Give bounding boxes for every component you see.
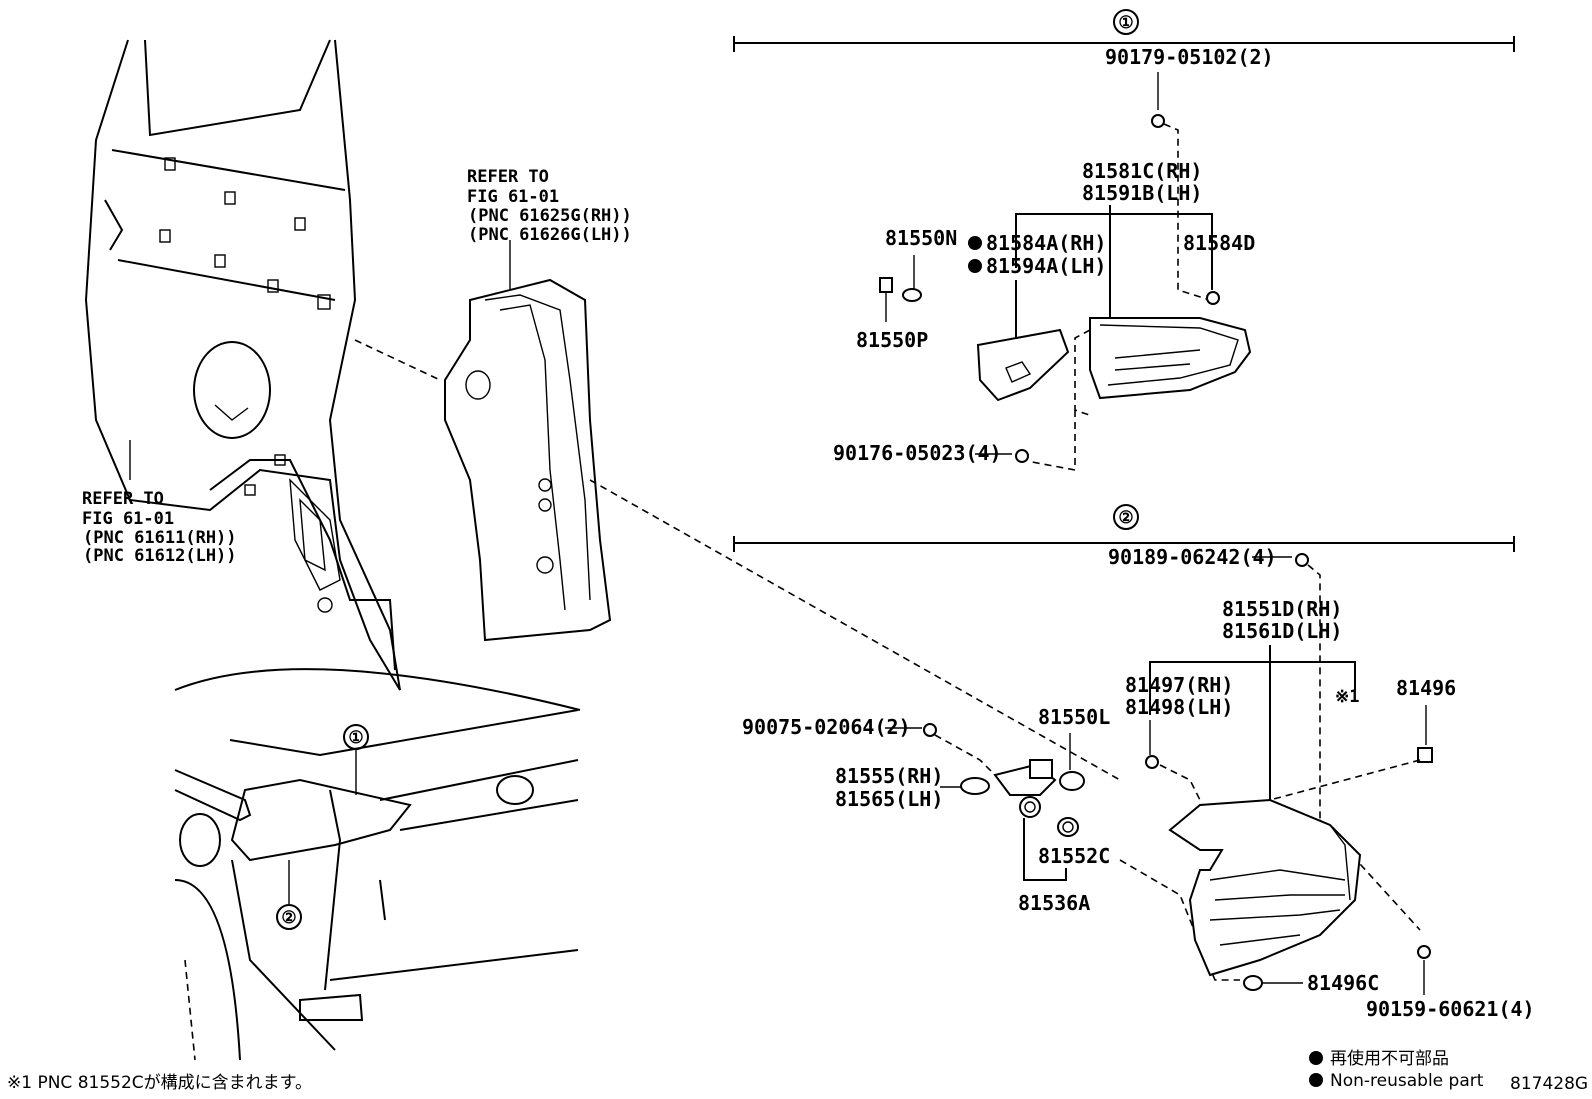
ref-lower-line1: REFER TO	[82, 489, 164, 509]
legend-en: Non-reusable part	[1330, 1071, 1484, 1091]
footnote: ※1 PNC 81552Cが構成に含まれます。	[7, 1073, 312, 1093]
label-81591B[interactable]: 81591B(LH)	[1082, 181, 1202, 205]
upper-reference: REFER TO FIG 61-01 (PNC 61625G(RH)) (PNC…	[467, 167, 632, 245]
group-1: ① 90179-05102(2) 81581C(RH) 81591B(LH) 8…	[733, 9, 1515, 471]
ref-upper-line3: (PNC 61625G(RH))	[468, 206, 632, 226]
label-81550L[interactable]: 81550L	[1038, 705, 1110, 729]
ref-upper-line2: FIG 61-01	[467, 187, 559, 207]
figure-id: 817428G	[1510, 1074, 1588, 1094]
ref-lower-line2: FIG 61-01	[82, 509, 174, 529]
lower-reference: REFER TO FIG 61-01 (PNC 61611(RH)) (PNC …	[82, 489, 237, 566]
label-note-ref: ※1	[1335, 687, 1359, 707]
non-reusable-dot-icon	[968, 259, 982, 273]
label-81561D[interactable]: 81561D(LH)	[1222, 619, 1342, 643]
group-1-marker: ①	[1118, 13, 1133, 33]
label-81496[interactable]: 81496	[1396, 676, 1456, 700]
label-81550N[interactable]: 81550N	[885, 226, 957, 250]
label-90159-60621[interactable]: 90159-60621(4)	[1366, 997, 1535, 1021]
label-81581C[interactable]: 81581C(RH)	[1082, 159, 1202, 183]
label-81552C[interactable]: 81552C	[1038, 844, 1110, 868]
label-90179-05102[interactable]: 90179-05102(2)	[1105, 45, 1274, 69]
label-90075-02064[interactable]: 90075-02064(2)	[742, 715, 911, 739]
legend-jp: 再使用不可部品	[1330, 1048, 1449, 1069]
ref-lower-line3: (PNC 61611(RH))	[83, 528, 237, 548]
ref-lower-line4: (PNC 61612(LH))	[83, 546, 237, 566]
rear-corner-illustration: ① ②	[174, 668, 581, 1061]
legend: 再使用不可部品 Non-reusable part	[1309, 1048, 1484, 1091]
label-81536A[interactable]: 81536A	[1018, 891, 1090, 915]
non-reusable-dot-icon	[1309, 1073, 1323, 1087]
label-81550P[interactable]: 81550P	[856, 328, 928, 352]
label-90176-05023[interactable]: 90176-05023(4)	[833, 441, 1002, 465]
non-reusable-dot-icon	[1309, 1051, 1323, 1065]
label-81498[interactable]: 81498(LH)	[1125, 695, 1233, 719]
label-81565[interactable]: 81565(LH)	[835, 787, 943, 811]
ref-upper-line1: REFER TO	[467, 167, 549, 187]
non-reusable-dot-icon	[968, 236, 982, 250]
label-90189-06242[interactable]: 90189-06242(4)	[1108, 545, 1277, 569]
label-81594A[interactable]: 81594A(LH)	[986, 254, 1106, 278]
group-2: ② 90189-06242(4) 81551D(RH) 81561D(LH) ※…	[733, 504, 1535, 1021]
vehicle-marker-2: ②	[281, 908, 296, 928]
vehicle-marker-1: ①	[348, 728, 363, 748]
group-2-marker: ②	[1118, 508, 1133, 528]
label-81584A[interactable]: 81584A(RH)	[986, 231, 1106, 255]
label-81497[interactable]: 81497(RH)	[1125, 673, 1233, 697]
label-81555[interactable]: 81555(RH)	[835, 764, 943, 788]
label-81551D[interactable]: 81551D(RH)	[1222, 597, 1342, 621]
quarter-panel-illustration	[84, 39, 401, 691]
label-81496C[interactable]: 81496C	[1307, 971, 1379, 995]
pillar-panel-illustration	[444, 278, 612, 642]
ref-upper-line4: (PNC 61626G(LH))	[468, 225, 632, 245]
label-81584D[interactable]: 81584D	[1183, 231, 1255, 255]
